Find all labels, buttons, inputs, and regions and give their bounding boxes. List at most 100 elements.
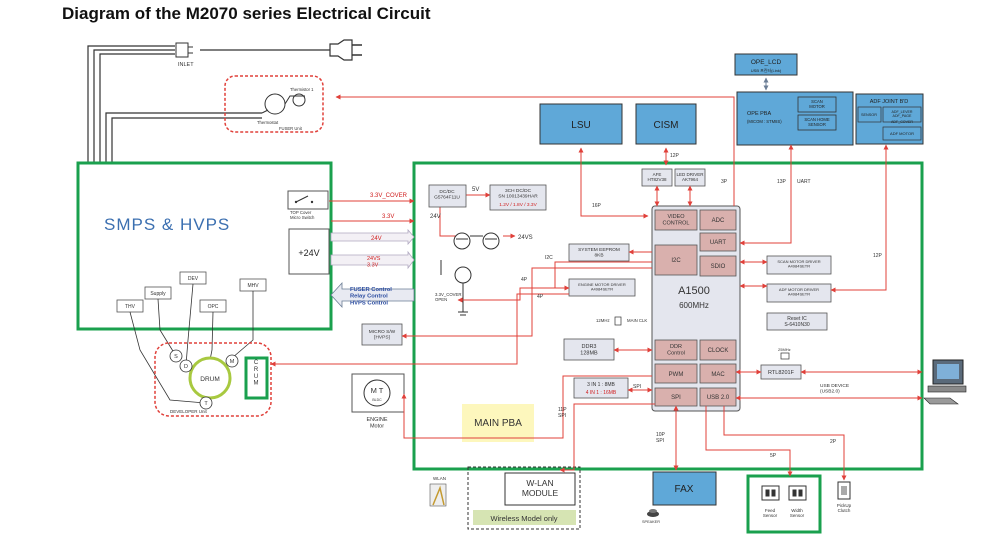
- roller-m-label: M: [230, 359, 235, 365]
- label-24vs-out: 24VS: [518, 235, 533, 241]
- signal-12p: 12P: [670, 153, 680, 159]
- ac-power-lines: [87, 45, 330, 163]
- lsu-label: LSU: [571, 120, 590, 131]
- cpu-speed: 600MHz: [679, 301, 709, 310]
- signal-3p: 3P: [721, 179, 728, 185]
- osc-25mhz-icon: [780, 352, 790, 360]
- crystal-12mhz-label: 12MHz: [596, 318, 610, 323]
- thermostat-label: Thermostat: [257, 120, 279, 125]
- inlet-connector-icon: [175, 42, 193, 58]
- thermistor-label: Thermistor 1: [290, 87, 314, 92]
- label-24v: 24V: [371, 236, 382, 242]
- ope-pba-title: OPE PBA: [747, 111, 771, 117]
- crystal-icon: [614, 316, 622, 326]
- cpu-adc: ADC: [712, 218, 725, 224]
- drum-label: DRUM: [200, 376, 220, 383]
- roller-d-label: D: [184, 364, 188, 370]
- roller-s-label: S: [174, 354, 178, 360]
- signal-13p: 13P: [777, 179, 787, 185]
- mosfet-switches-icon: [440, 232, 500, 316]
- smps-24v-block: [288, 228, 330, 275]
- cpu-uart: UART: [710, 240, 727, 246]
- usb-device-label: USB DEVICE(USB2.0): [820, 383, 849, 395]
- power-plug-icon: [329, 39, 362, 61]
- wlan-module: [504, 472, 576, 506]
- adf-sensor-label: SENSOR: [861, 113, 877, 117]
- label-3v3: 3.3V: [382, 214, 394, 220]
- signal-12p-adf: 12P: [873, 253, 883, 259]
- drum-icon: [188, 356, 232, 400]
- signal-spi: SPI: [633, 384, 641, 390]
- fuser-unit-label: FUSER Unit: [279, 126, 303, 131]
- main-pba-label: MAIN PBA: [474, 418, 522, 429]
- adf-sensor-block: [857, 106, 882, 123]
- lsu-block: [539, 103, 623, 145]
- cpu-usb: USB 2.0: [707, 395, 730, 401]
- ope-lcd-sub: USB 프린터(Link): [751, 67, 782, 73]
- power-lines: [329, 192, 516, 239]
- scan-home-sensor-block: [797, 114, 837, 131]
- dcdc-converter-3ch: [489, 184, 547, 211]
- signal-lines: [270, 94, 923, 481]
- flash-label-2: 4 IN 1 : 16MB: [586, 390, 617, 396]
- developer-rollers: [169, 349, 239, 410]
- hv-mhv-label: MHV: [247, 283, 259, 289]
- width-sensor-icon: [788, 485, 807, 501]
- adf-cover-label: ADF_COVER: [891, 120, 913, 124]
- power-bus-arrows: [330, 228, 415, 309]
- wlan-antenna-icon: [429, 483, 447, 507]
- feed-width-sensor-group: [746, 474, 822, 534]
- scan-motor-block: [797, 96, 837, 113]
- engine-motor-sub: BLDC: [372, 398, 382, 402]
- computer-icon: [923, 359, 967, 405]
- engine-motor-icon: [363, 379, 391, 407]
- main-pba-label-box: [462, 404, 534, 442]
- developer-unit-boundary: [154, 342, 272, 417]
- cpu-name: A1500: [678, 285, 710, 297]
- wlan-antenna-label: WLAN: [433, 476, 446, 481]
- signal-uart: UART: [797, 179, 811, 185]
- smps-24v-label: +24V: [298, 248, 319, 258]
- cpu-mac: MAC: [711, 372, 725, 378]
- adf-motor-block: [882, 126, 922, 141]
- wlan-optional-boundary: [467, 466, 581, 530]
- roller-t-label: T: [204, 401, 208, 407]
- hv-output-boxes: [116, 271, 267, 313]
- diagram-title: Diagram of the M2070 series Electrical C…: [62, 4, 431, 23]
- label-24v-dcdc: 24V: [430, 214, 441, 220]
- fuser-unit-boundary: [224, 75, 324, 133]
- inlet-label: INLET: [178, 62, 194, 68]
- fax-label: FAX: [675, 484, 694, 495]
- dcdc-converter-1: [428, 184, 467, 208]
- smps-hvps-label: SMPS & HVPS: [104, 215, 230, 234]
- cism-block: [635, 103, 697, 145]
- main-clk-label: MAIN CLK: [627, 318, 647, 323]
- ope-lcd-title: OPE_LCD: [751, 59, 782, 66]
- adf-lever-block: [882, 106, 922, 123]
- hv-supply-label: Supply: [150, 291, 166, 297]
- cpu-spi: SPI: [671, 395, 681, 401]
- adf-motor-label: ADF MOTOR: [890, 131, 914, 136]
- fax-module: [652, 471, 717, 506]
- ope-lcd-block: [734, 53, 798, 76]
